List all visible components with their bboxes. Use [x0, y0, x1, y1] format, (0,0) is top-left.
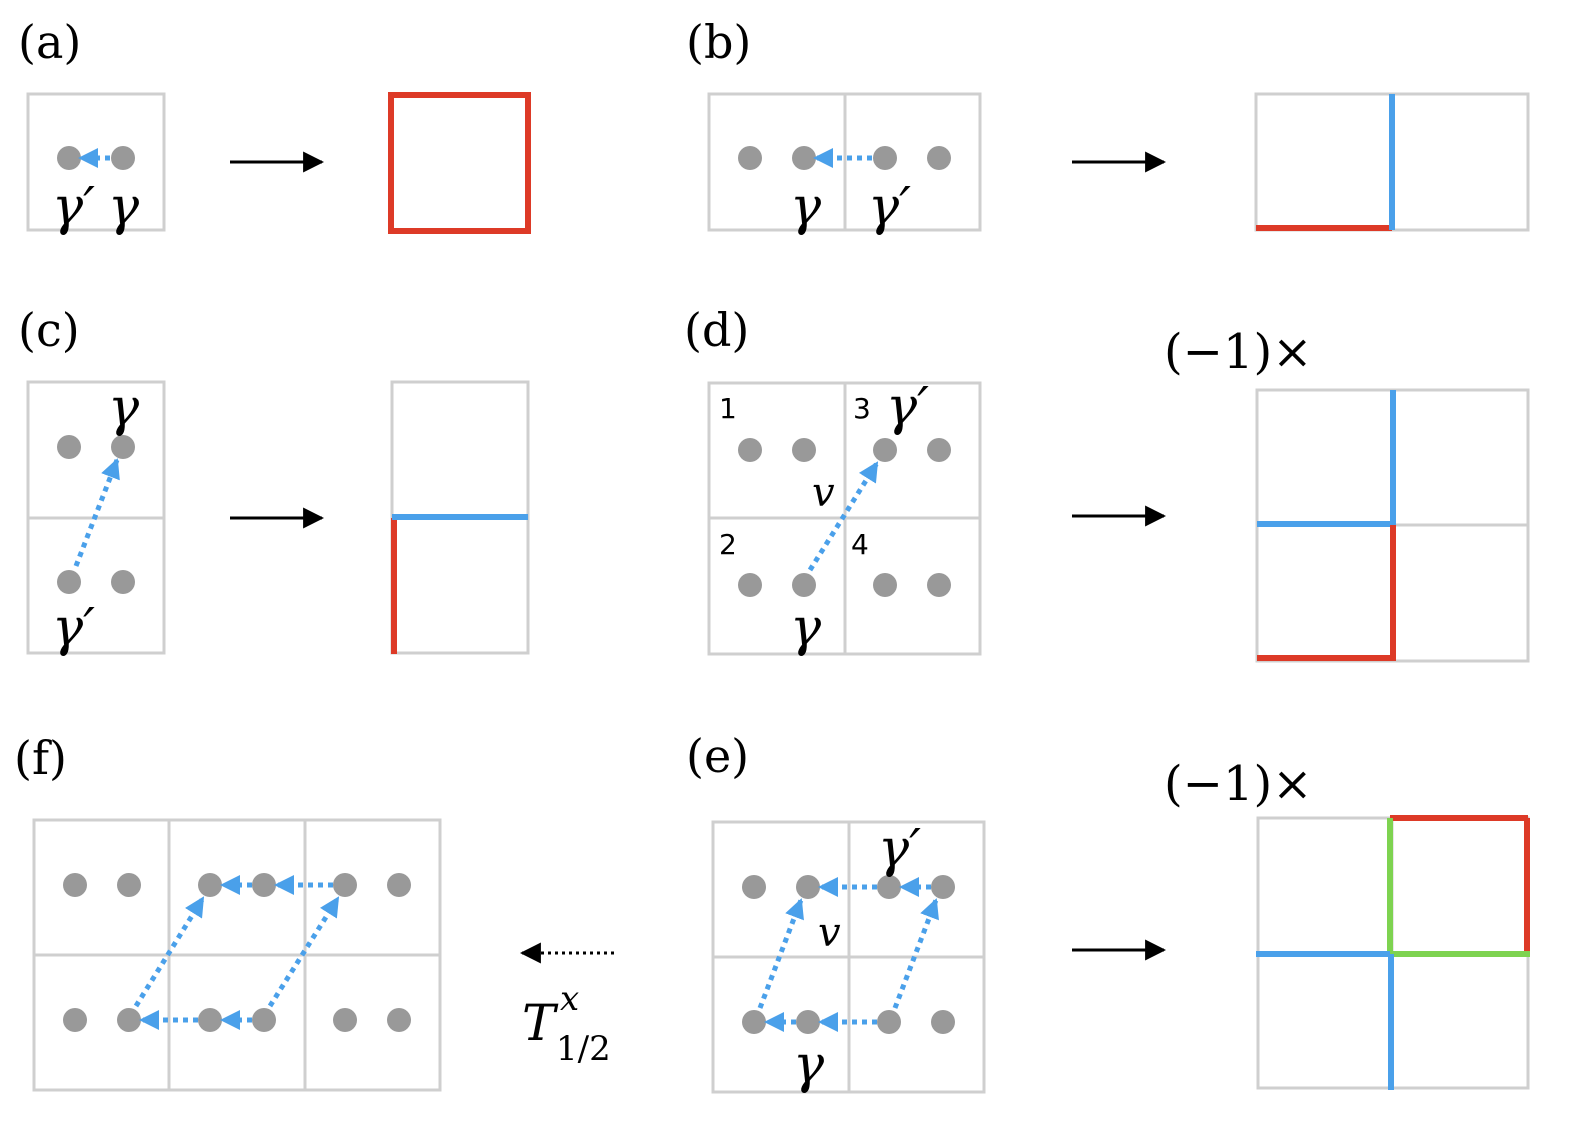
site-dot: [111, 146, 135, 170]
gamma-prime-label: γ′: [52, 598, 95, 658]
red-plaquette-loop: [388, 92, 531, 234]
site-dot: [796, 875, 820, 899]
panel-c-label: (c): [18, 303, 80, 357]
gamma-prime-label: γ′: [52, 177, 95, 237]
site-dot: [117, 873, 141, 897]
panel-e-label: (e): [686, 729, 749, 783]
cell-number-1: 1: [719, 392, 737, 425]
site-dot: [792, 146, 816, 170]
cell-number-3: 3: [853, 392, 871, 425]
panel-a-plaquette: [26, 92, 166, 232]
site-dot: [333, 873, 357, 897]
site-dot: [57, 435, 81, 459]
gamma-prime-label: γ′: [878, 819, 921, 879]
translation-subscript: 1/2: [556, 1029, 611, 1069]
panel-d: (d) 1 2 3 4 v γ′ γ (−1)×: [684, 303, 1530, 663]
site-dot: [927, 146, 951, 170]
site-dot: [738, 146, 762, 170]
translation-superscript: x: [560, 979, 579, 1019]
site-dot: [931, 875, 955, 899]
site-dot: [873, 438, 897, 462]
site-dot: [738, 438, 762, 462]
vertex-label: v: [812, 470, 835, 516]
site-dot: [198, 1008, 222, 1032]
site-dot: [742, 875, 766, 899]
panel-e: (e) v γ′ γ (−1)×: [686, 729, 1530, 1095]
panel-f-label: (f): [14, 731, 67, 785]
panel-b-label: (b): [686, 15, 751, 69]
translation-symbol: T: [522, 994, 559, 1052]
site-dot: [57, 570, 81, 594]
site-dot: [873, 573, 897, 597]
site-dot: [57, 146, 81, 170]
panel-a: (a) γ′ γ: [18, 15, 531, 237]
gamma-label: γ: [790, 177, 822, 237]
hopping-arrow: [267, 896, 341, 1008]
site-dot: [387, 873, 411, 897]
panel-d-label: (d): [684, 303, 749, 357]
panel-f: (f): [14, 731, 442, 1092]
gamma-label: γ: [790, 598, 822, 658]
site-dot: [63, 873, 87, 897]
vertex-label: v: [818, 910, 841, 956]
cell-number-4: 4: [851, 528, 869, 561]
site-dot: [796, 1010, 820, 1034]
site-dot: [333, 1008, 357, 1032]
sign-factor: (−1)×: [1164, 756, 1312, 812]
hopping-arrow: [757, 898, 804, 1009]
site-dot: [792, 573, 816, 597]
site-dot: [927, 573, 951, 597]
site-dot: [792, 438, 816, 462]
gamma-label: γ: [108, 177, 140, 237]
site-dot: [927, 438, 951, 462]
site-dot: [738, 573, 762, 597]
site-dot: [877, 1010, 901, 1034]
panel-b: (b) γ γ′: [686, 15, 1530, 237]
panel-c: (c) γ γ′: [18, 303, 530, 658]
hopping-arrow: [133, 896, 206, 1008]
gamma-prime-label: γ′: [868, 177, 911, 237]
hopping-arrow: [73, 458, 120, 567]
site-dot: [252, 1008, 276, 1032]
site-dot: [387, 1008, 411, 1032]
site-dot: [742, 1010, 766, 1034]
site-dot: [111, 570, 135, 594]
site-dot: [117, 1008, 141, 1032]
hopping-arrow: [807, 461, 880, 572]
hopping-arrow: [892, 898, 939, 1009]
site-dot: [931, 1010, 955, 1034]
site-dot: [877, 875, 901, 899]
site-dot: [198, 873, 222, 897]
panel-a-label: (a): [18, 15, 81, 69]
translation-operator: T x 1/2: [519, 942, 614, 1069]
cell-number-2: 2: [719, 528, 737, 561]
sign-factor: (−1)×: [1164, 324, 1312, 380]
site-dot: [63, 1008, 87, 1032]
site-dot: [873, 146, 897, 170]
gamma-label: γ: [108, 378, 140, 438]
gamma-prime-label: γ′: [886, 377, 929, 437]
site-dot: [111, 435, 135, 459]
gamma-label: γ: [793, 1035, 825, 1095]
site-dot: [252, 873, 276, 897]
